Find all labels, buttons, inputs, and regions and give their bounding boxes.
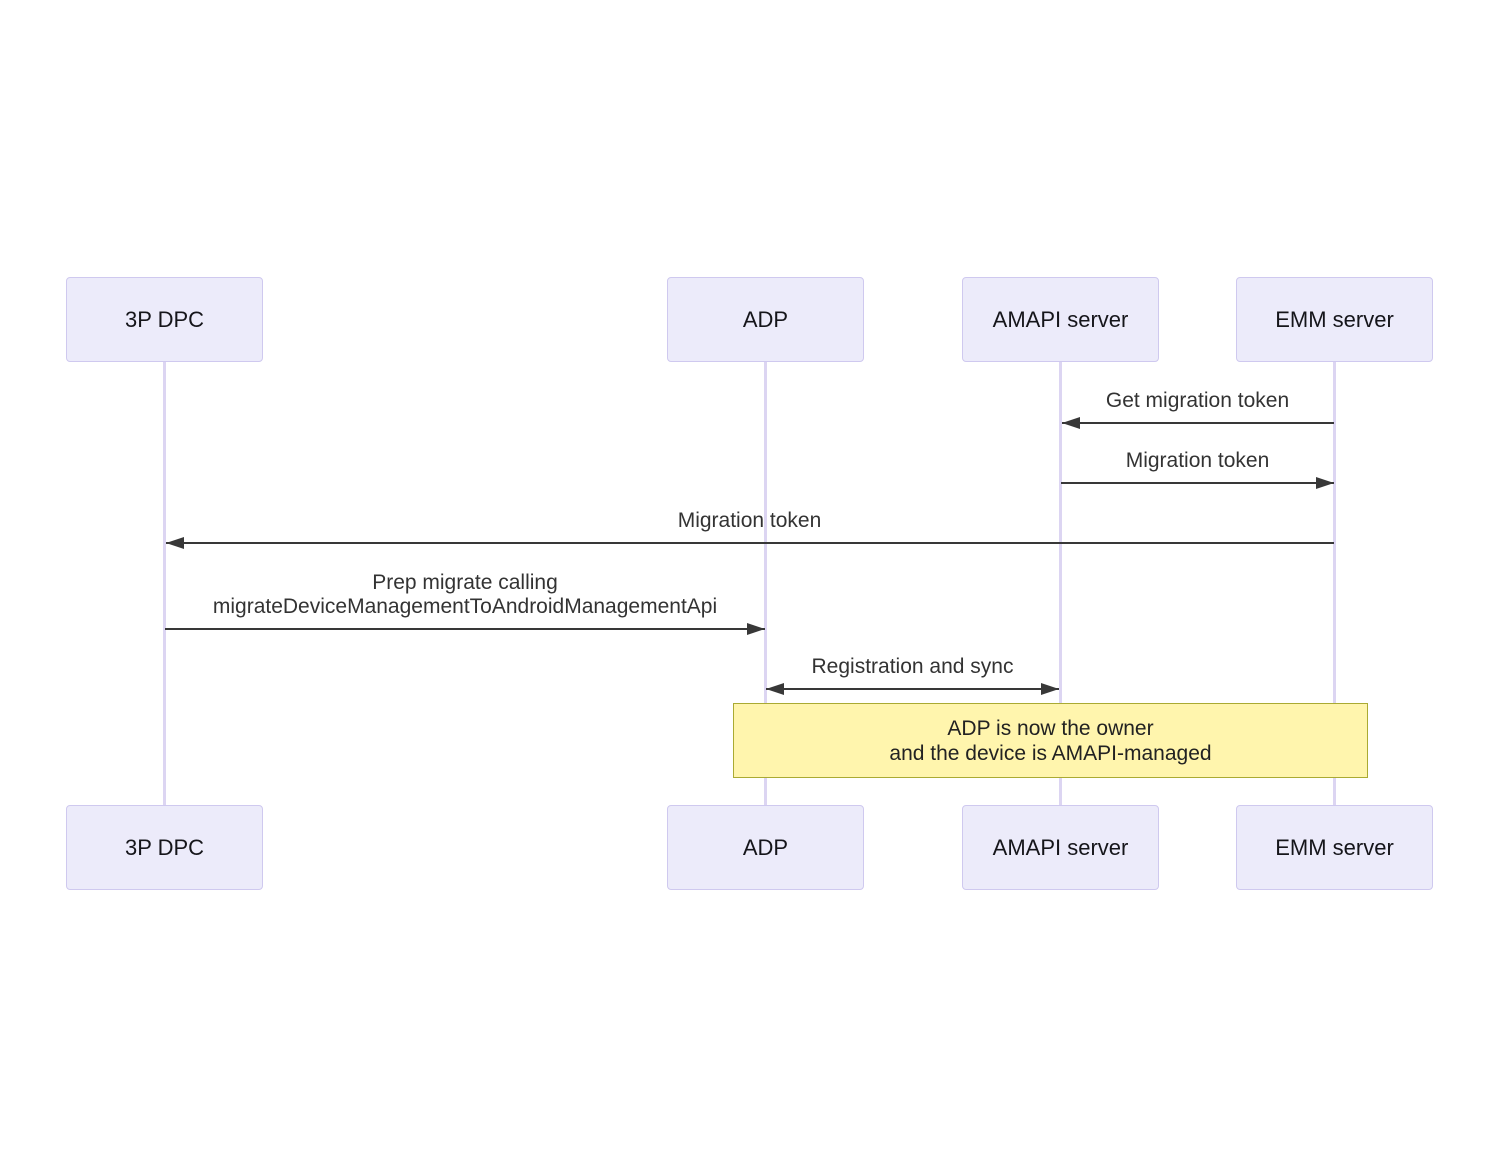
- participant-bottom-adp: ADP: [667, 805, 864, 890]
- arrowhead-left-icon: [1062, 417, 1080, 429]
- participant-top-adp: ADP: [667, 277, 864, 362]
- participant-top-3p-dpc: 3P DPC: [66, 277, 263, 362]
- message-arrow-migration-token-to-dpc: [166, 542, 1334, 544]
- message-label-get-migration-token: Get migration token: [1105, 389, 1290, 412]
- note-adp-owner: ADP is now the owner and the device is A…: [733, 703, 1368, 778]
- arrowhead-left-icon: [166, 537, 184, 549]
- note-line2: and the device is AMAPI-managed: [889, 741, 1212, 765]
- lifeline-adp: [764, 362, 767, 805]
- message-arrow-get-migration-token: [1062, 422, 1334, 424]
- note-line1: ADP is now the owner: [947, 716, 1154, 740]
- message-label-migration-token-to-dpc: Migration token: [677, 509, 822, 532]
- arrowhead-right-icon: [747, 623, 765, 635]
- participant-top-amapi-server: AMAPI server: [962, 277, 1159, 362]
- lifeline-amapi-server: [1059, 362, 1062, 805]
- lifeline-emm-server: [1333, 362, 1336, 805]
- participant-bottom-amapi-server: AMAPI server: [962, 805, 1159, 890]
- participant-top-emm-server: EMM server: [1236, 277, 1433, 362]
- message-label-migration-token-to-emm: Migration token: [1125, 449, 1270, 472]
- arrowhead-right-icon: [1316, 477, 1334, 489]
- arrowhead-left-icon: [766, 683, 784, 695]
- message-label-prep-migrate-line1: Prep migrate calling: [372, 571, 558, 594]
- participant-bottom-3p-dpc: 3P DPC: [66, 805, 263, 890]
- participant-bottom-emm-server: EMM server: [1236, 805, 1433, 890]
- message-arrow-migration-token-to-emm: [1061, 482, 1334, 484]
- message-label-prep-migrate-line2: migrateDeviceManagementToAndroidManageme…: [212, 595, 718, 618]
- message-arrow-registration-and-sync: [766, 688, 1059, 690]
- message-label-prep-migrate: Prep migrate calling migrateDeviceManage…: [165, 571, 765, 619]
- arrowhead-right-icon: [1041, 683, 1059, 695]
- message-label-registration-and-sync: Registration and sync: [811, 655, 1014, 678]
- lifeline-3p-dpc: [163, 362, 166, 805]
- message-arrow-prep-migrate: [165, 628, 765, 630]
